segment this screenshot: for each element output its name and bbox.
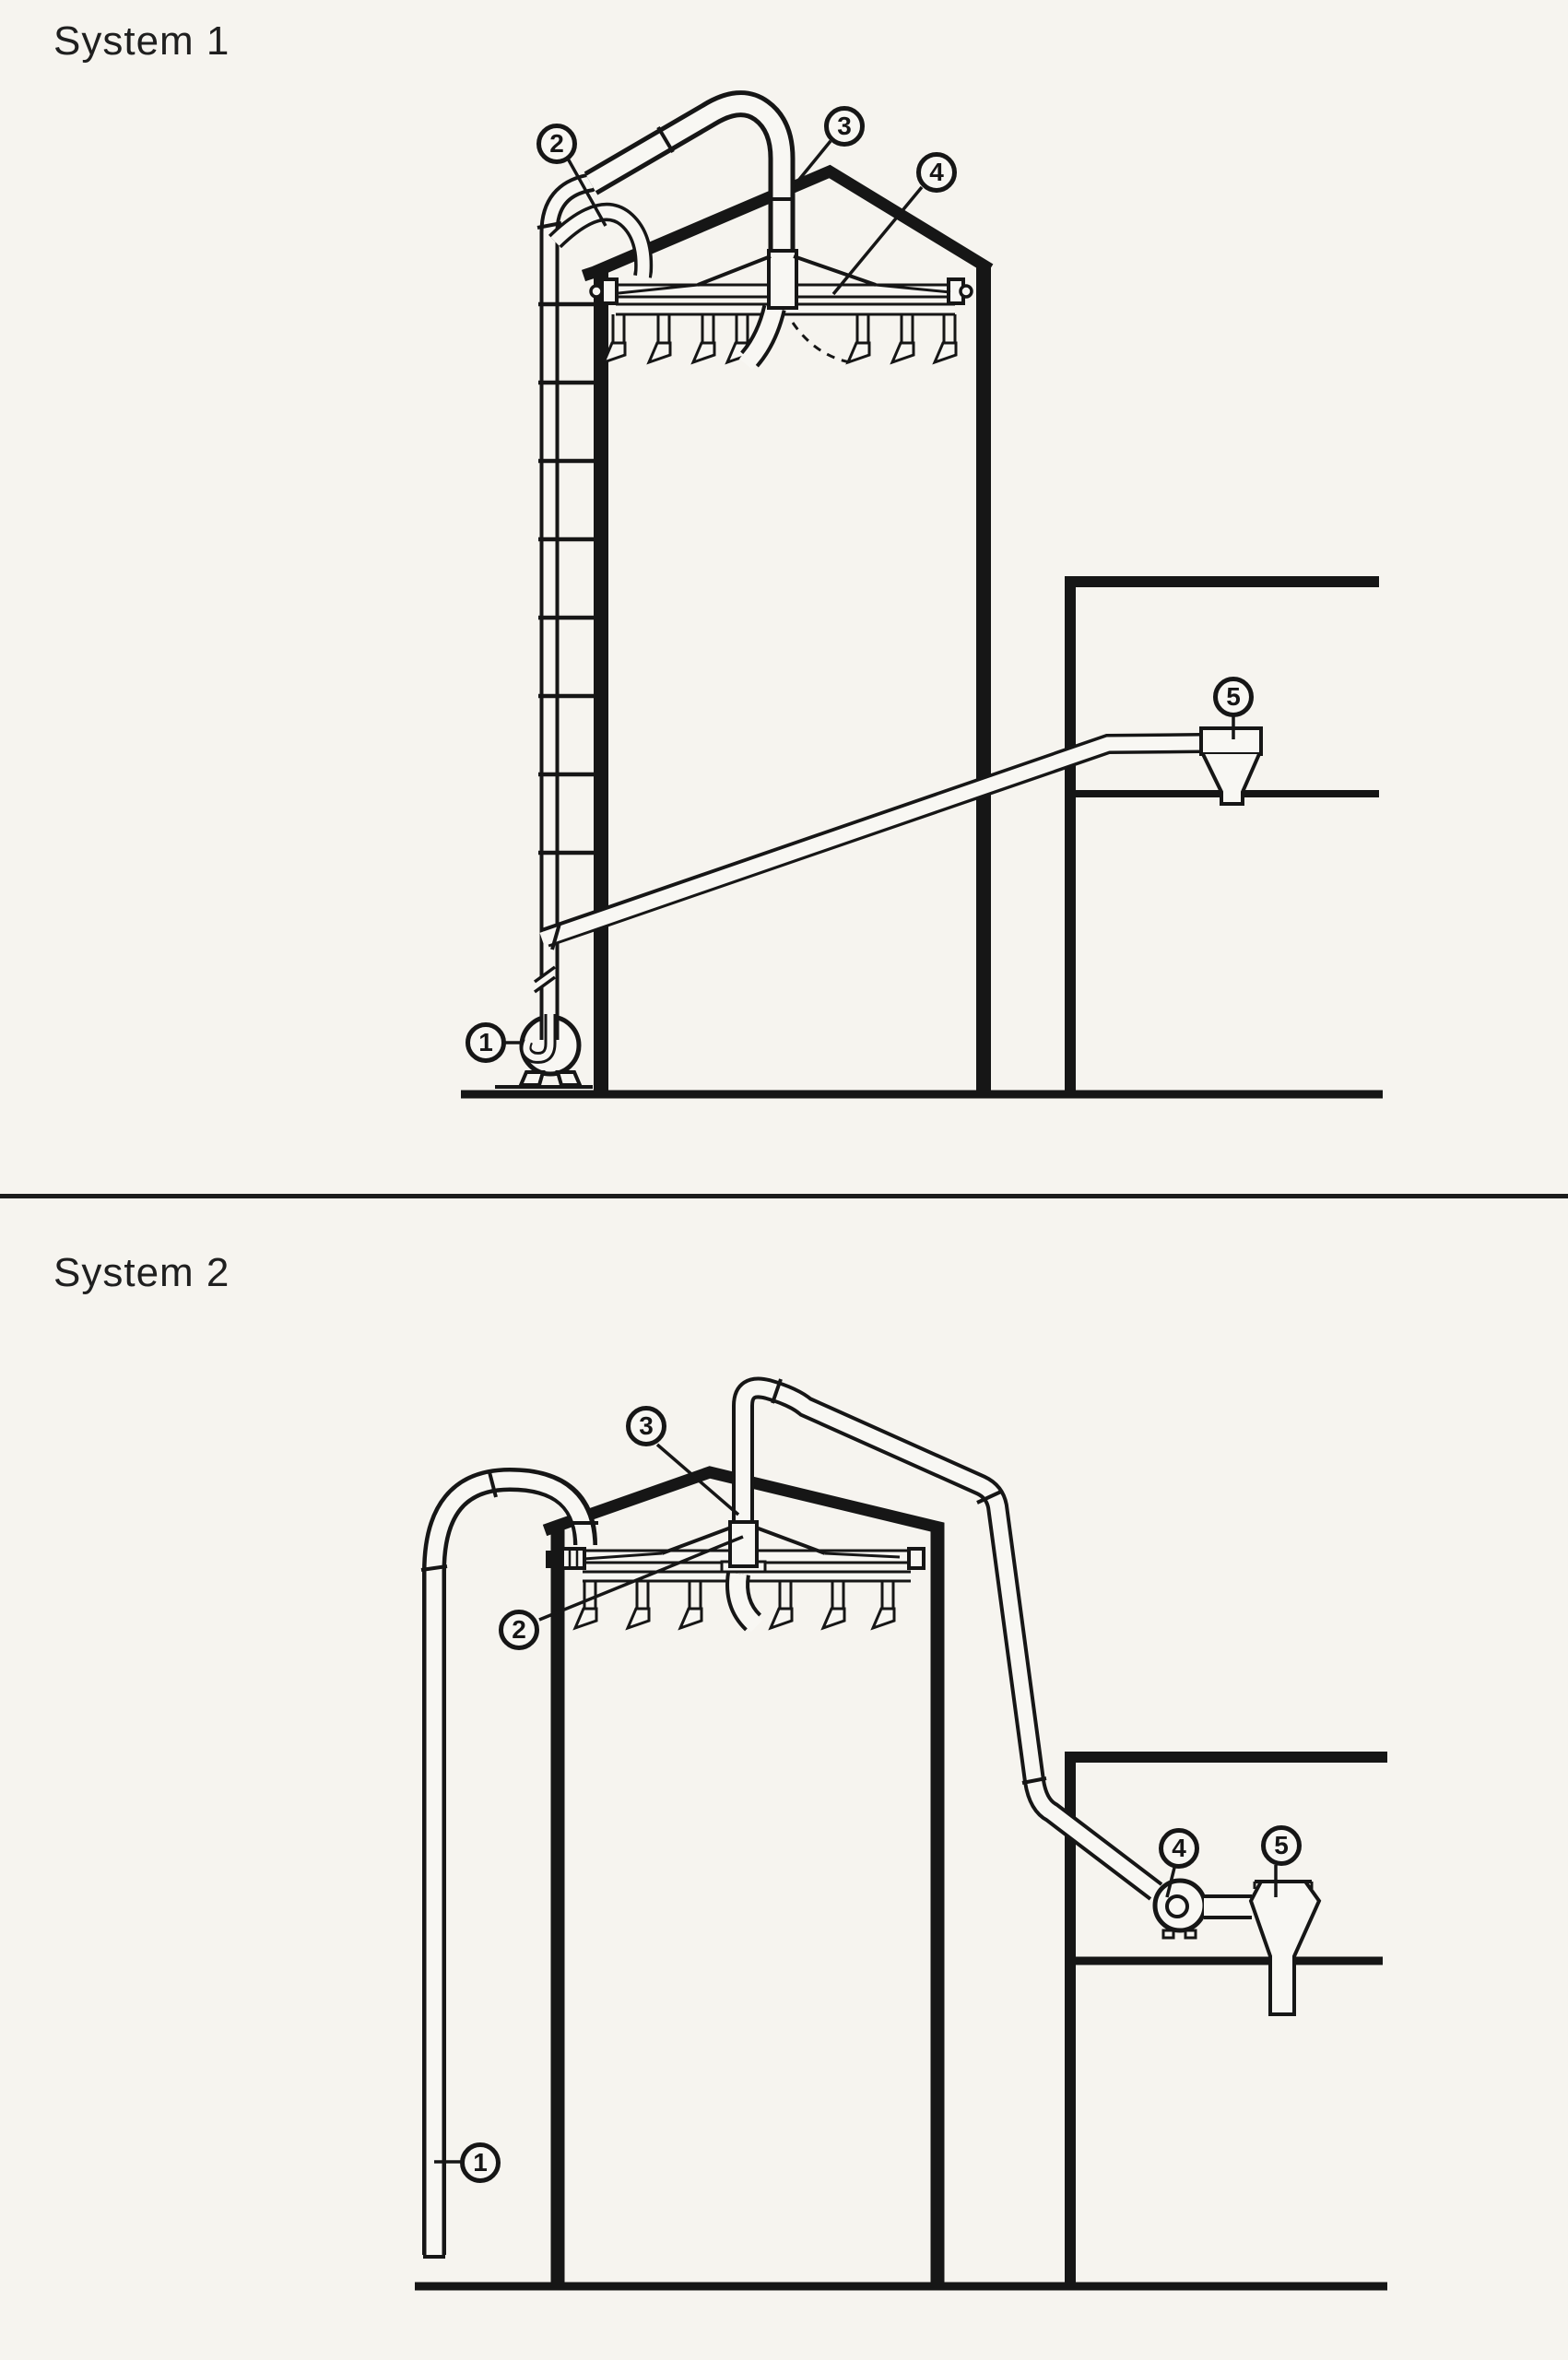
fan-outlet-duct — [1204, 1894, 1252, 1919]
callout-number: 4 — [1172, 1834, 1186, 1862]
gooseneck-bore — [550, 206, 650, 282]
cone-left — [697, 254, 772, 287]
callout-number: 1 — [473, 2148, 488, 2177]
fan-foot-right — [1184, 1929, 1197, 1940]
fan-unit — [1152, 1878, 1208, 1940]
barn-hopper — [1199, 726, 1263, 806]
system1-callout-4: 4 — [916, 152, 957, 193]
system2-diagram — [415, 1376, 1387, 2291]
blower-foot-left — [517, 1070, 546, 1087]
spreader-assembly — [546, 1520, 944, 1633]
system2-callout-2: 2 — [499, 1610, 539, 1650]
pipe-break-mark — [533, 965, 557, 994]
barn-building — [1065, 576, 1379, 1094]
leader-2 — [566, 158, 607, 227]
callout-number: 1 — [478, 1028, 493, 1056]
callout-number: 3 — [837, 112, 852, 140]
riser-pipe-bore — [543, 170, 607, 1043]
spreader-collar — [767, 249, 798, 310]
system1-leader-lines — [505, 139, 1235, 1044]
leader-2 — [538, 1535, 744, 1622]
center-chute-bore — [729, 1572, 763, 1633]
leader-4 — [1165, 1867, 1176, 1898]
bolt-left — [560, 1547, 586, 1570]
silo-roof — [581, 164, 994, 282]
callout-number: 4 — [929, 158, 944, 186]
callout-number: 3 — [639, 1411, 654, 1440]
callout-number: 5 — [1274, 1831, 1289, 1859]
callout-number: 2 — [512, 1615, 526, 1644]
spreader-spouts — [601, 314, 958, 365]
cone-right — [755, 1526, 826, 1555]
bolt-right — [907, 1547, 925, 1570]
spray-dashes — [791, 322, 856, 365]
spreader-pivot-left — [589, 284, 604, 299]
center-chute-bore — [738, 305, 783, 370]
suction-pipe-bore — [736, 1380, 1164, 1901]
spreader-end-block-left — [600, 277, 619, 305]
barn-building — [1065, 1752, 1387, 2286]
spreader-pivot-right — [959, 284, 973, 299]
filler-pipe-bore — [586, 95, 791, 312]
strut-right — [875, 283, 951, 294]
riser-brackets — [538, 301, 595, 856]
system2-label: System 2 — [53, 1250, 230, 1295]
system1-callout-5: 5 — [1213, 677, 1254, 717]
system2-callout-4: 4 — [1159, 1828, 1199, 1869]
system2-leader-lines — [434, 1443, 1278, 2164]
intake-pipe-bore — [426, 1471, 594, 2259]
wall-mount-right — [932, 1551, 944, 1568]
blower-inlet-curl-bore — [523, 1014, 554, 1061]
fan-foot-left — [1161, 1929, 1175, 1940]
cone-left — [661, 1526, 732, 1555]
system1-callout-3: 3 — [824, 106, 865, 147]
callout-number: 2 — [549, 129, 564, 158]
system1-diagram — [461, 90, 1383, 1099]
suction-pipe-flanges — [771, 1378, 1047, 1785]
cone-right — [793, 254, 877, 287]
feed-duct-bore — [539, 736, 1204, 947]
wall-mount-left — [546, 1551, 558, 1568]
blower-foot-right — [555, 1070, 584, 1087]
fan-hub — [1165, 1894, 1189, 1918]
intake-pipe-flanges — [420, 1471, 598, 1572]
cyclone-hopper — [1248, 1880, 1322, 2016]
feed-duct-flange — [550, 923, 561, 950]
system1-callout-2: 2 — [536, 124, 577, 164]
system2-callout-3: 3 — [626, 1406, 666, 1446]
leader-4 — [831, 185, 924, 296]
spreader-collar — [728, 1520, 759, 1568]
leader-3 — [655, 1443, 740, 1516]
pipe-flange-ticks — [536, 125, 795, 230]
system2-callout-5: 5 — [1261, 1825, 1302, 1866]
leader-3 — [792, 139, 832, 188]
system2-callout-1: 1 — [460, 2142, 501, 2183]
system1-callout-1: 1 — [466, 1022, 506, 1063]
system1-label: System 1 — [53, 18, 230, 64]
section-divider — [0, 1194, 1568, 1198]
spreader-spouts — [572, 1581, 896, 1631]
callout-number: 5 — [1226, 682, 1241, 711]
spreader-assembly — [589, 249, 973, 370]
strut-right — [824, 1552, 901, 1559]
strut-left — [618, 283, 699, 295]
strut-left — [584, 1552, 663, 1561]
